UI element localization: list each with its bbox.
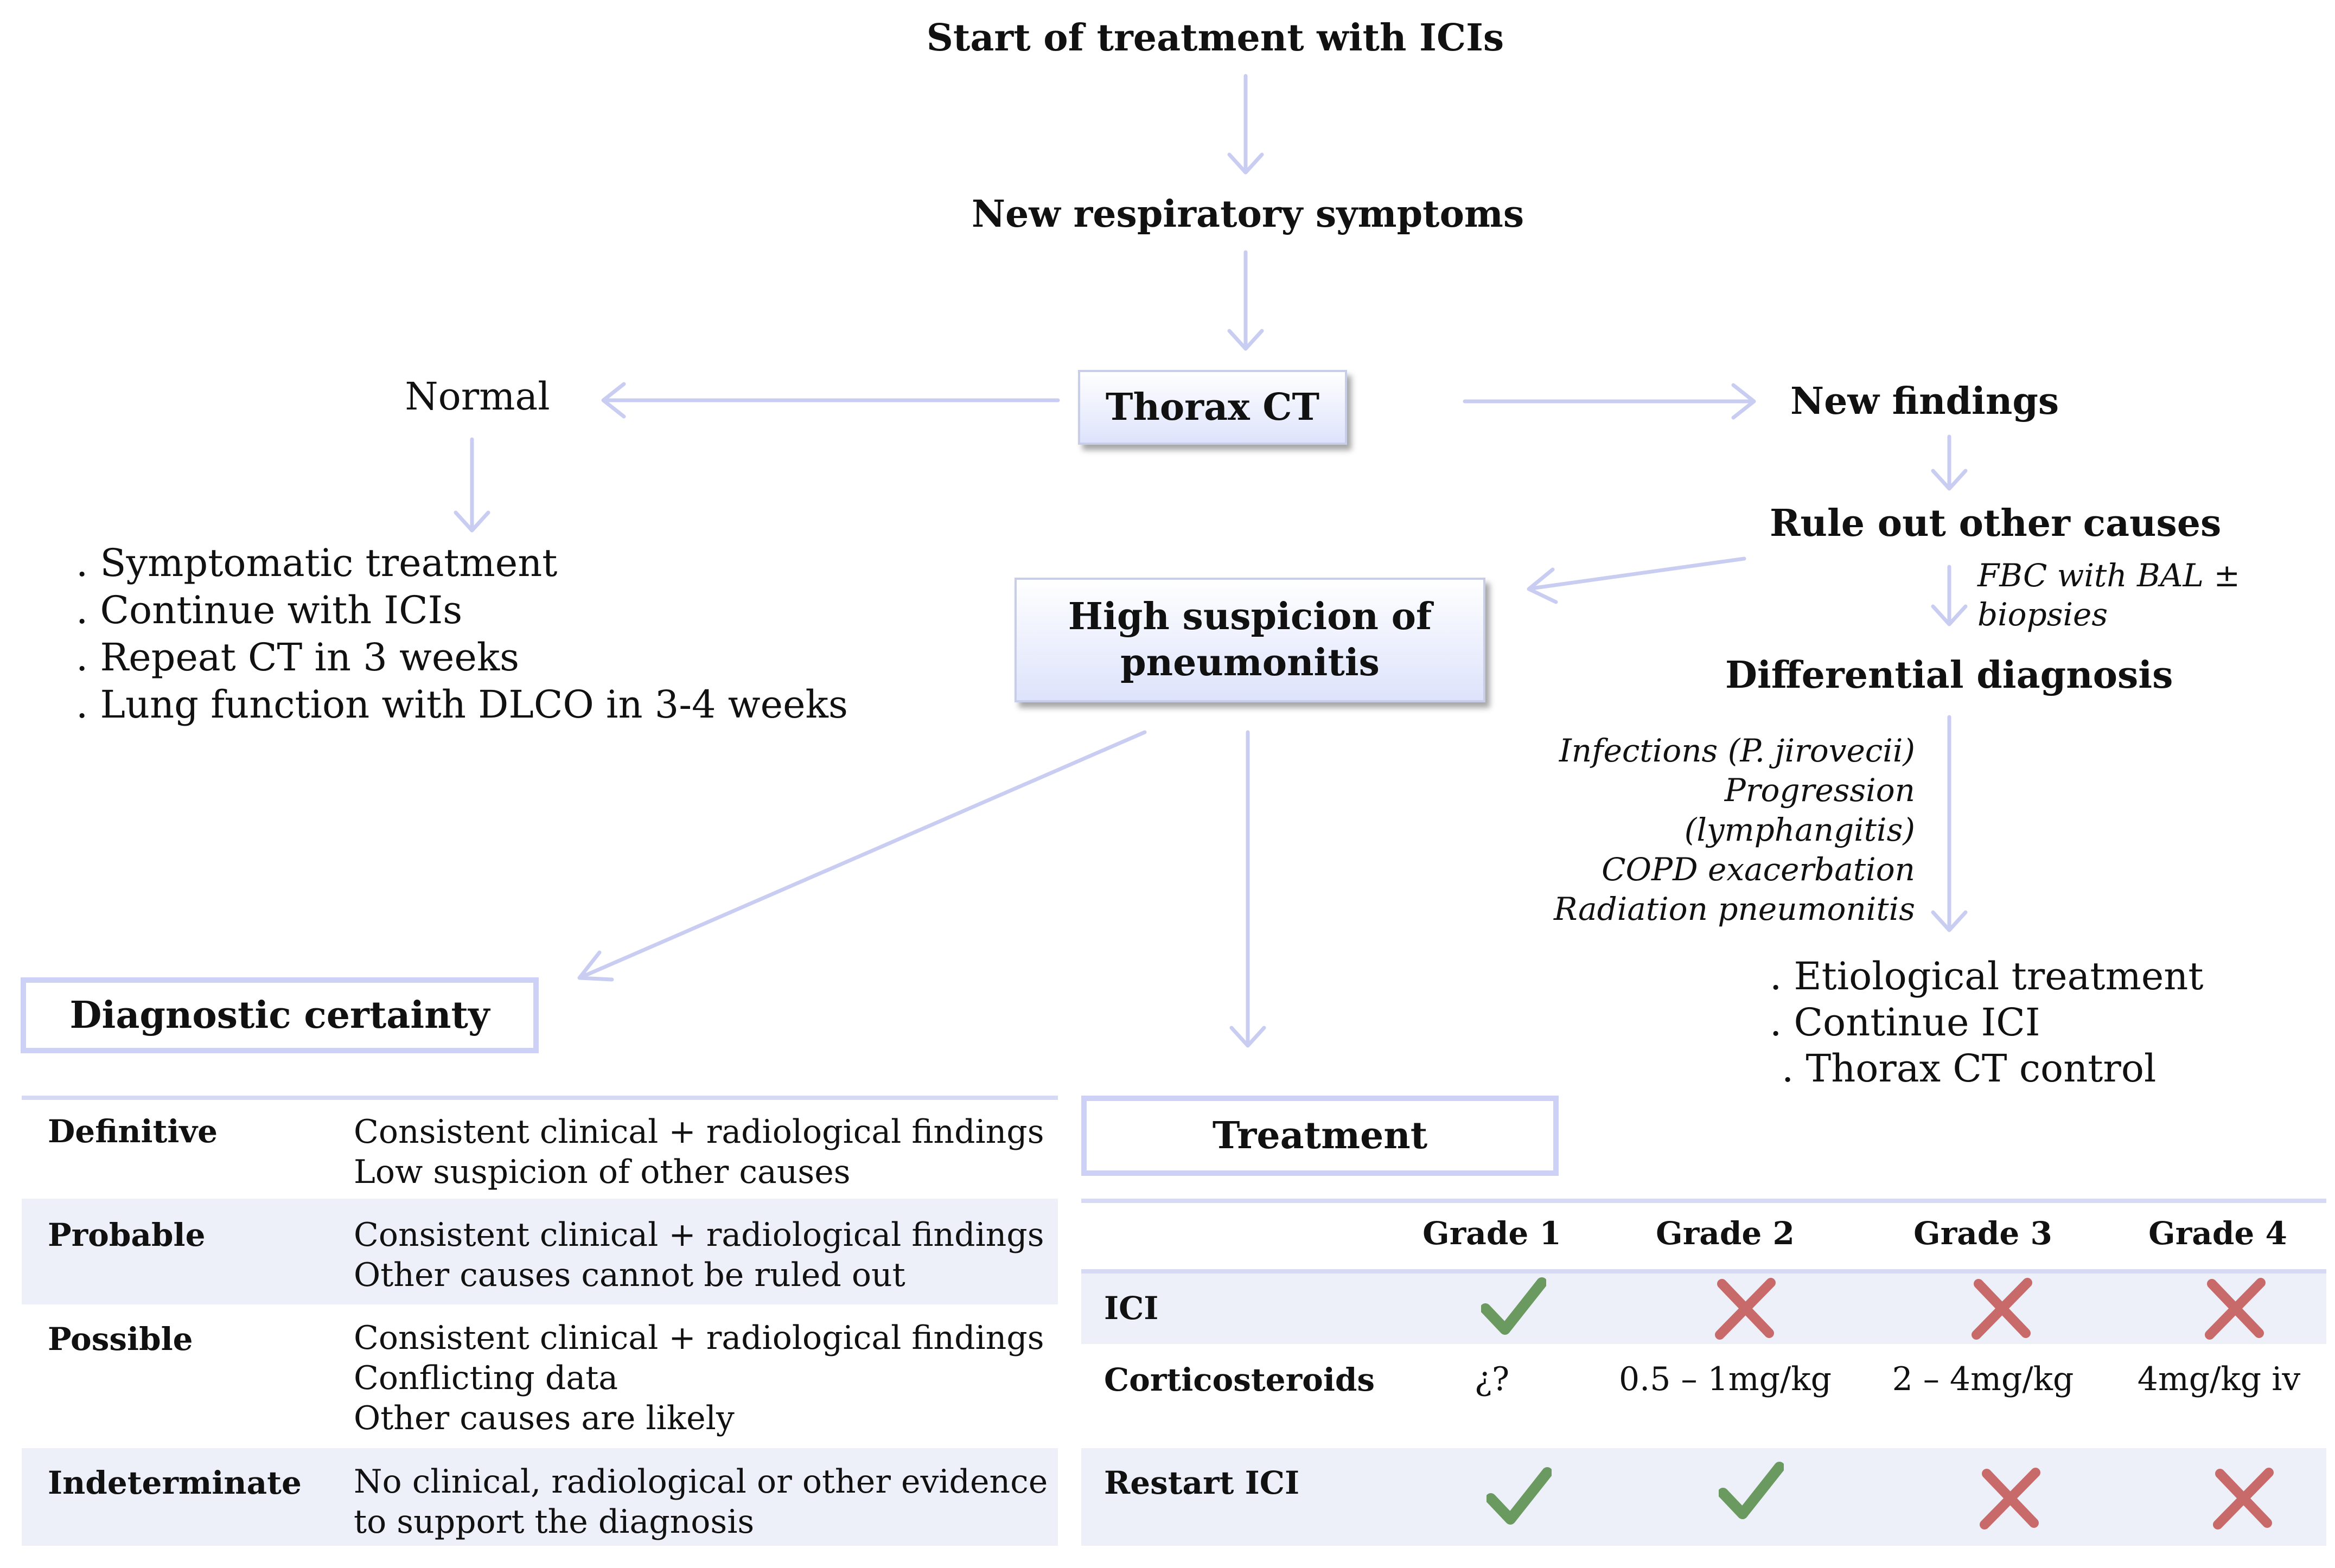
new-findings-label: New findings <box>1790 380 2059 423</box>
grade-header: Grade 3 <box>1913 1215 2052 1252</box>
treatment-title-box: Treatment <box>1081 1096 1559 1176</box>
normal-label: Normal <box>405 374 550 419</box>
certainty-desc: Consistent clinical + radiological findi… <box>354 1319 1044 1437</box>
treatment-row-shade <box>1081 1273 2326 1344</box>
thorax-ct-label: Thorax CT <box>1105 386 1320 429</box>
differential-label: Differential diagnosis <box>1725 654 2173 697</box>
cross-icon <box>2213 1468 2274 1529</box>
normal-step: . Continue with ICIs <box>76 588 463 632</box>
certainty-title: Diagnostic certainty <box>69 994 490 1037</box>
start-label: Start of treatment with ICIs <box>926 16 1504 60</box>
grade-header: Grade 2 <box>1656 1215 1795 1252</box>
treatment-row-label: ICI <box>1104 1290 1159 1327</box>
certainty-row-shade <box>22 1199 1058 1304</box>
treatment-row-shade <box>1081 1448 2326 1546</box>
treatment-title: Treatment <box>1212 1114 1428 1157</box>
rule-out-label: Rule out other causes <box>1770 502 2222 545</box>
differential-list: Infections (P. jirovecii) Progression (l… <box>1438 731 1915 929</box>
etiological-step: . Continue ICI <box>1770 1000 2040 1045</box>
cross-icon <box>1980 1468 2040 1529</box>
thorax-ct-box: Thorax CT <box>1078 370 1347 445</box>
check-icon <box>1481 1277 1546 1335</box>
fbc-note: FBC with BAL ± biopsies <box>1977 556 2240 634</box>
certainty-row-shade <box>22 1448 1058 1546</box>
certainty-desc: Consistent clinical + radiological findi… <box>354 1113 1044 1191</box>
certainty-label: Definitive <box>48 1113 218 1150</box>
high-suspicion-box: High suspicion of pneumonitis <box>1015 578 1485 702</box>
certainty-label: Probable <box>48 1217 206 1253</box>
high-suspicion-line: High suspicion of <box>1068 595 1432 638</box>
corticosteroid-dose: 2 – 4mg/kg <box>1892 1360 2074 1398</box>
differential-item: (lymphangitis) <box>1684 811 1915 848</box>
fbc-line: FBC with BAL ± <box>1977 557 2241 594</box>
cross-icon <box>2205 1278 2266 1340</box>
differential-item: Progression <box>1724 772 1915 809</box>
certainty-desc: Consistent clinical + radiological findi… <box>354 1216 1044 1294</box>
etiological-step: . Etiological treatment <box>1770 954 2204 999</box>
corticosteroid-dose: ¿? <box>1474 1360 1510 1398</box>
grade-header: Grade 4 <box>2148 1215 2287 1252</box>
treatment-divider <box>1081 1199 2326 1203</box>
normal-step: . Symptomatic treatment <box>76 541 558 585</box>
differential-item: Infections (P. jirovecii) <box>1559 732 1915 769</box>
normal-step: . Repeat CT in 3 weeks <box>76 635 520 680</box>
etiological-step: . Thorax CT control <box>1782 1046 2157 1091</box>
certainty-divider <box>22 1096 1058 1100</box>
grade-header: Grade 1 <box>1422 1215 1561 1252</box>
high-suspicion-line: pneumonitis <box>1120 641 1380 684</box>
corticosteroid-dose: 4mg/kg iv <box>2137 1360 2301 1398</box>
treatment-divider <box>1081 1269 2326 1273</box>
certainty-label: Possible <box>48 1321 193 1358</box>
fbc-line: biopsies <box>1977 596 2108 633</box>
treatment-row-label: Corticosteroids <box>1104 1361 1375 1398</box>
certainty-title-box: Diagnostic certainty <box>21 977 539 1053</box>
cross-icon <box>1715 1278 1776 1340</box>
certainty-desc: No clinical, radiological or other evide… <box>354 1463 1048 1541</box>
certainty-label: Indeterminate <box>48 1464 302 1501</box>
check-icon <box>1719 1462 1784 1519</box>
cross-icon <box>1972 1278 2032 1340</box>
differential-item: COPD exacerbation <box>1602 851 1915 888</box>
corticosteroid-dose: 0.5 – 1mg/kg <box>1618 1360 1832 1398</box>
check-icon <box>1487 1467 1552 1525</box>
differential-item: Radiation pneumonitis <box>1553 891 1915 927</box>
etiological-steps-list: . Etiological treatment . Continue ICI .… <box>1770 953 2203 1092</box>
treatment-row-label: Restart ICI <box>1104 1464 1300 1501</box>
normal-steps-list: . Symptomatic treatment . Continue with … <box>76 540 848 728</box>
symptoms-label: New respiratory symptoms <box>971 193 1524 236</box>
normal-step: . Lung function with DLCO in 3-4 weeks <box>76 682 848 727</box>
